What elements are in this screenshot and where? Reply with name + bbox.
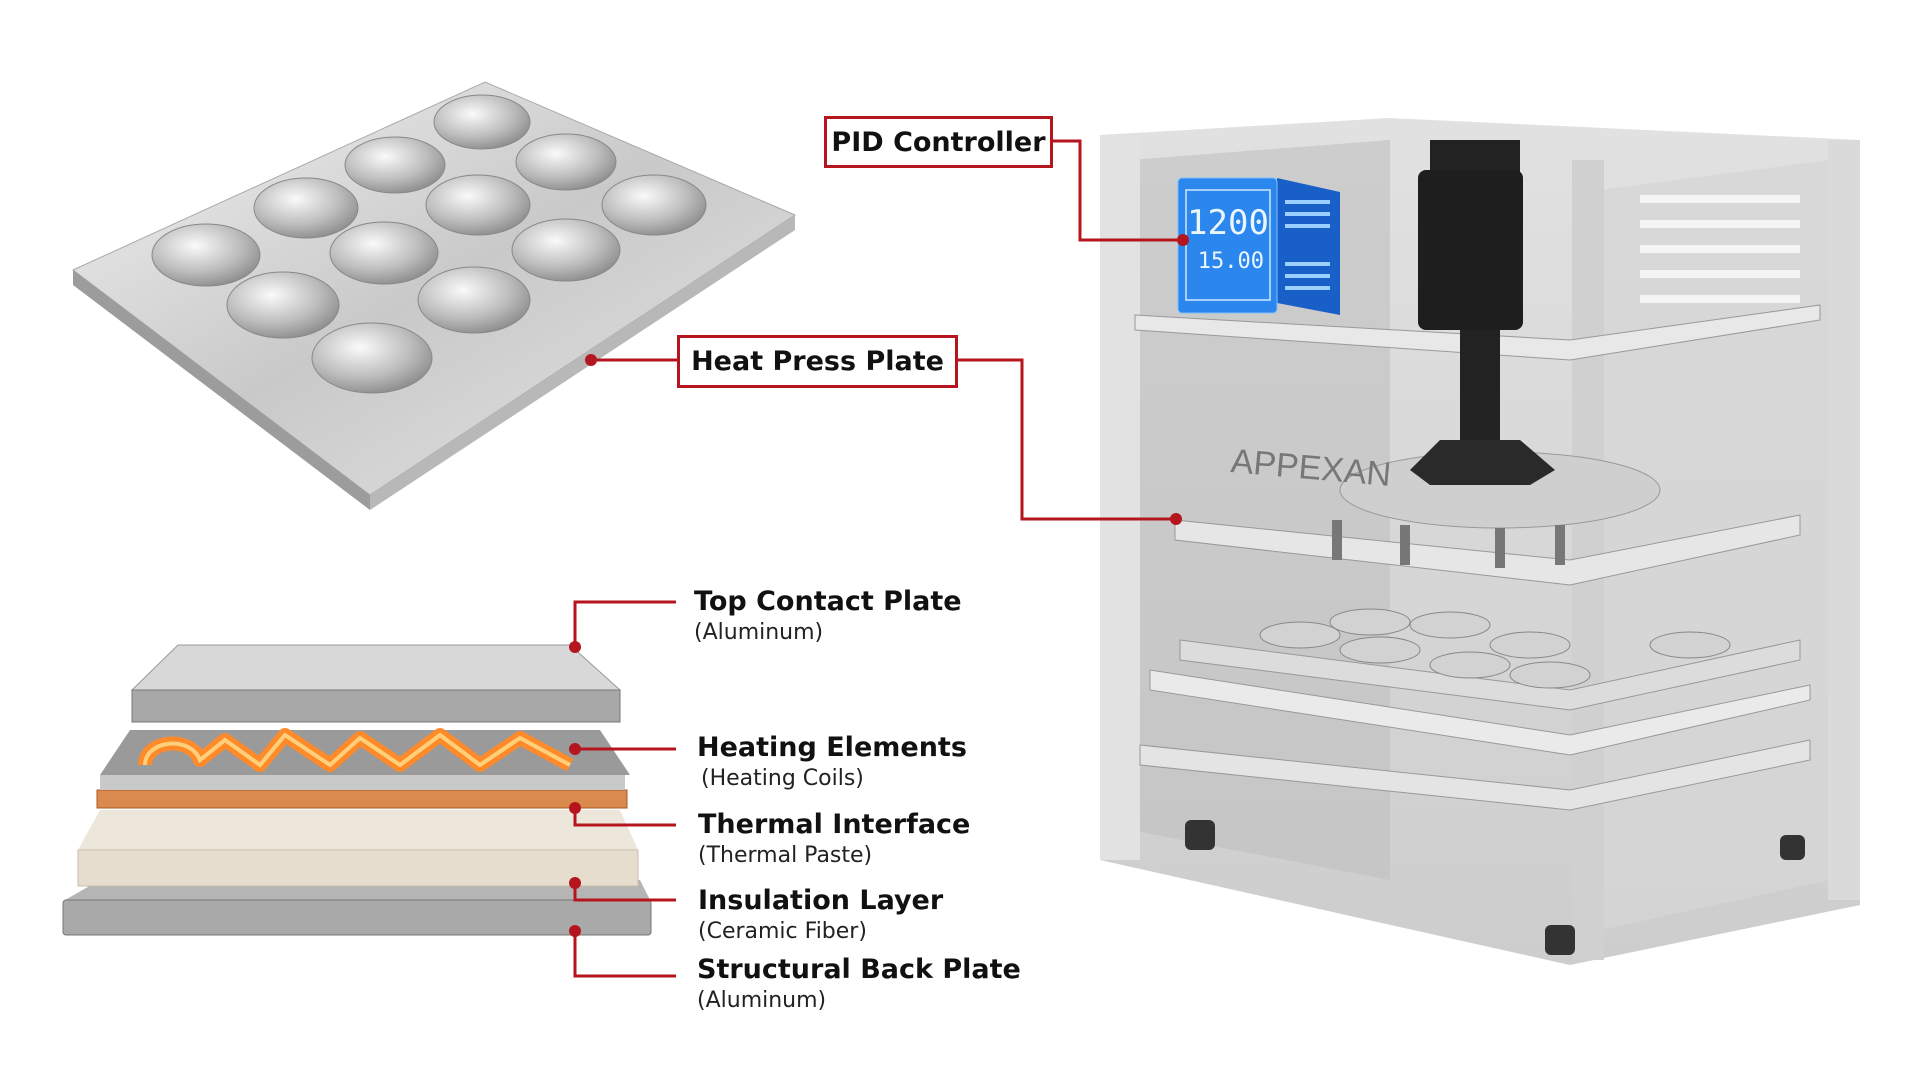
layer-title: Thermal Interface <box>698 809 971 840</box>
layer-title: Top Contact Plate <box>694 586 962 617</box>
layer-title: Heating Elements <box>697 732 967 763</box>
layer-material: (Aluminum) <box>694 620 824 645</box>
layer-label-insulation-layer: Insulation Layer (Ceramic Fiber) <box>698 885 943 947</box>
layer-stack-image <box>62 644 652 936</box>
layer-material: (Ceramic Fiber) <box>698 919 867 944</box>
controller-sv-readout: 15.00 <box>1198 249 1264 274</box>
layer-label-thermal-interface: Thermal Interface (Thermal Paste) <box>698 809 970 871</box>
layer-material: (Thermal Paste) <box>698 843 873 868</box>
layer-title: Structural Back Plate <box>697 954 1021 985</box>
pid-controller-label: PID Controller <box>831 126 1046 158</box>
heat-press-plate-label: Heat Press Plate <box>691 346 944 377</box>
pid-controller-callout: PID Controller <box>824 116 1053 168</box>
cabinet-image: APPEXAN <box>1100 118 1860 965</box>
pid-controller-device: 1200 15.00 <box>1177 177 1340 315</box>
layer-material: (Heating Coils) <box>701 766 864 791</box>
leader-dots <box>569 234 1189 937</box>
layer-label-heating-elements: Heating Elements (Heating Coils) <box>697 732 967 794</box>
layer-label-structural-back-plate: Structural Back Plate (Aluminum) <box>697 954 1021 1016</box>
layer-label-top-contact-plate: Top Contact Plate (Aluminum) <box>694 586 962 648</box>
controller-pv-readout: 1200 <box>1187 203 1269 243</box>
layer-material: (Aluminum) <box>697 988 827 1013</box>
heat-press-plate-image <box>72 81 797 510</box>
heat-press-plate-callout: Heat Press Plate <box>677 335 958 388</box>
layer-title: Insulation Layer <box>698 885 944 916</box>
